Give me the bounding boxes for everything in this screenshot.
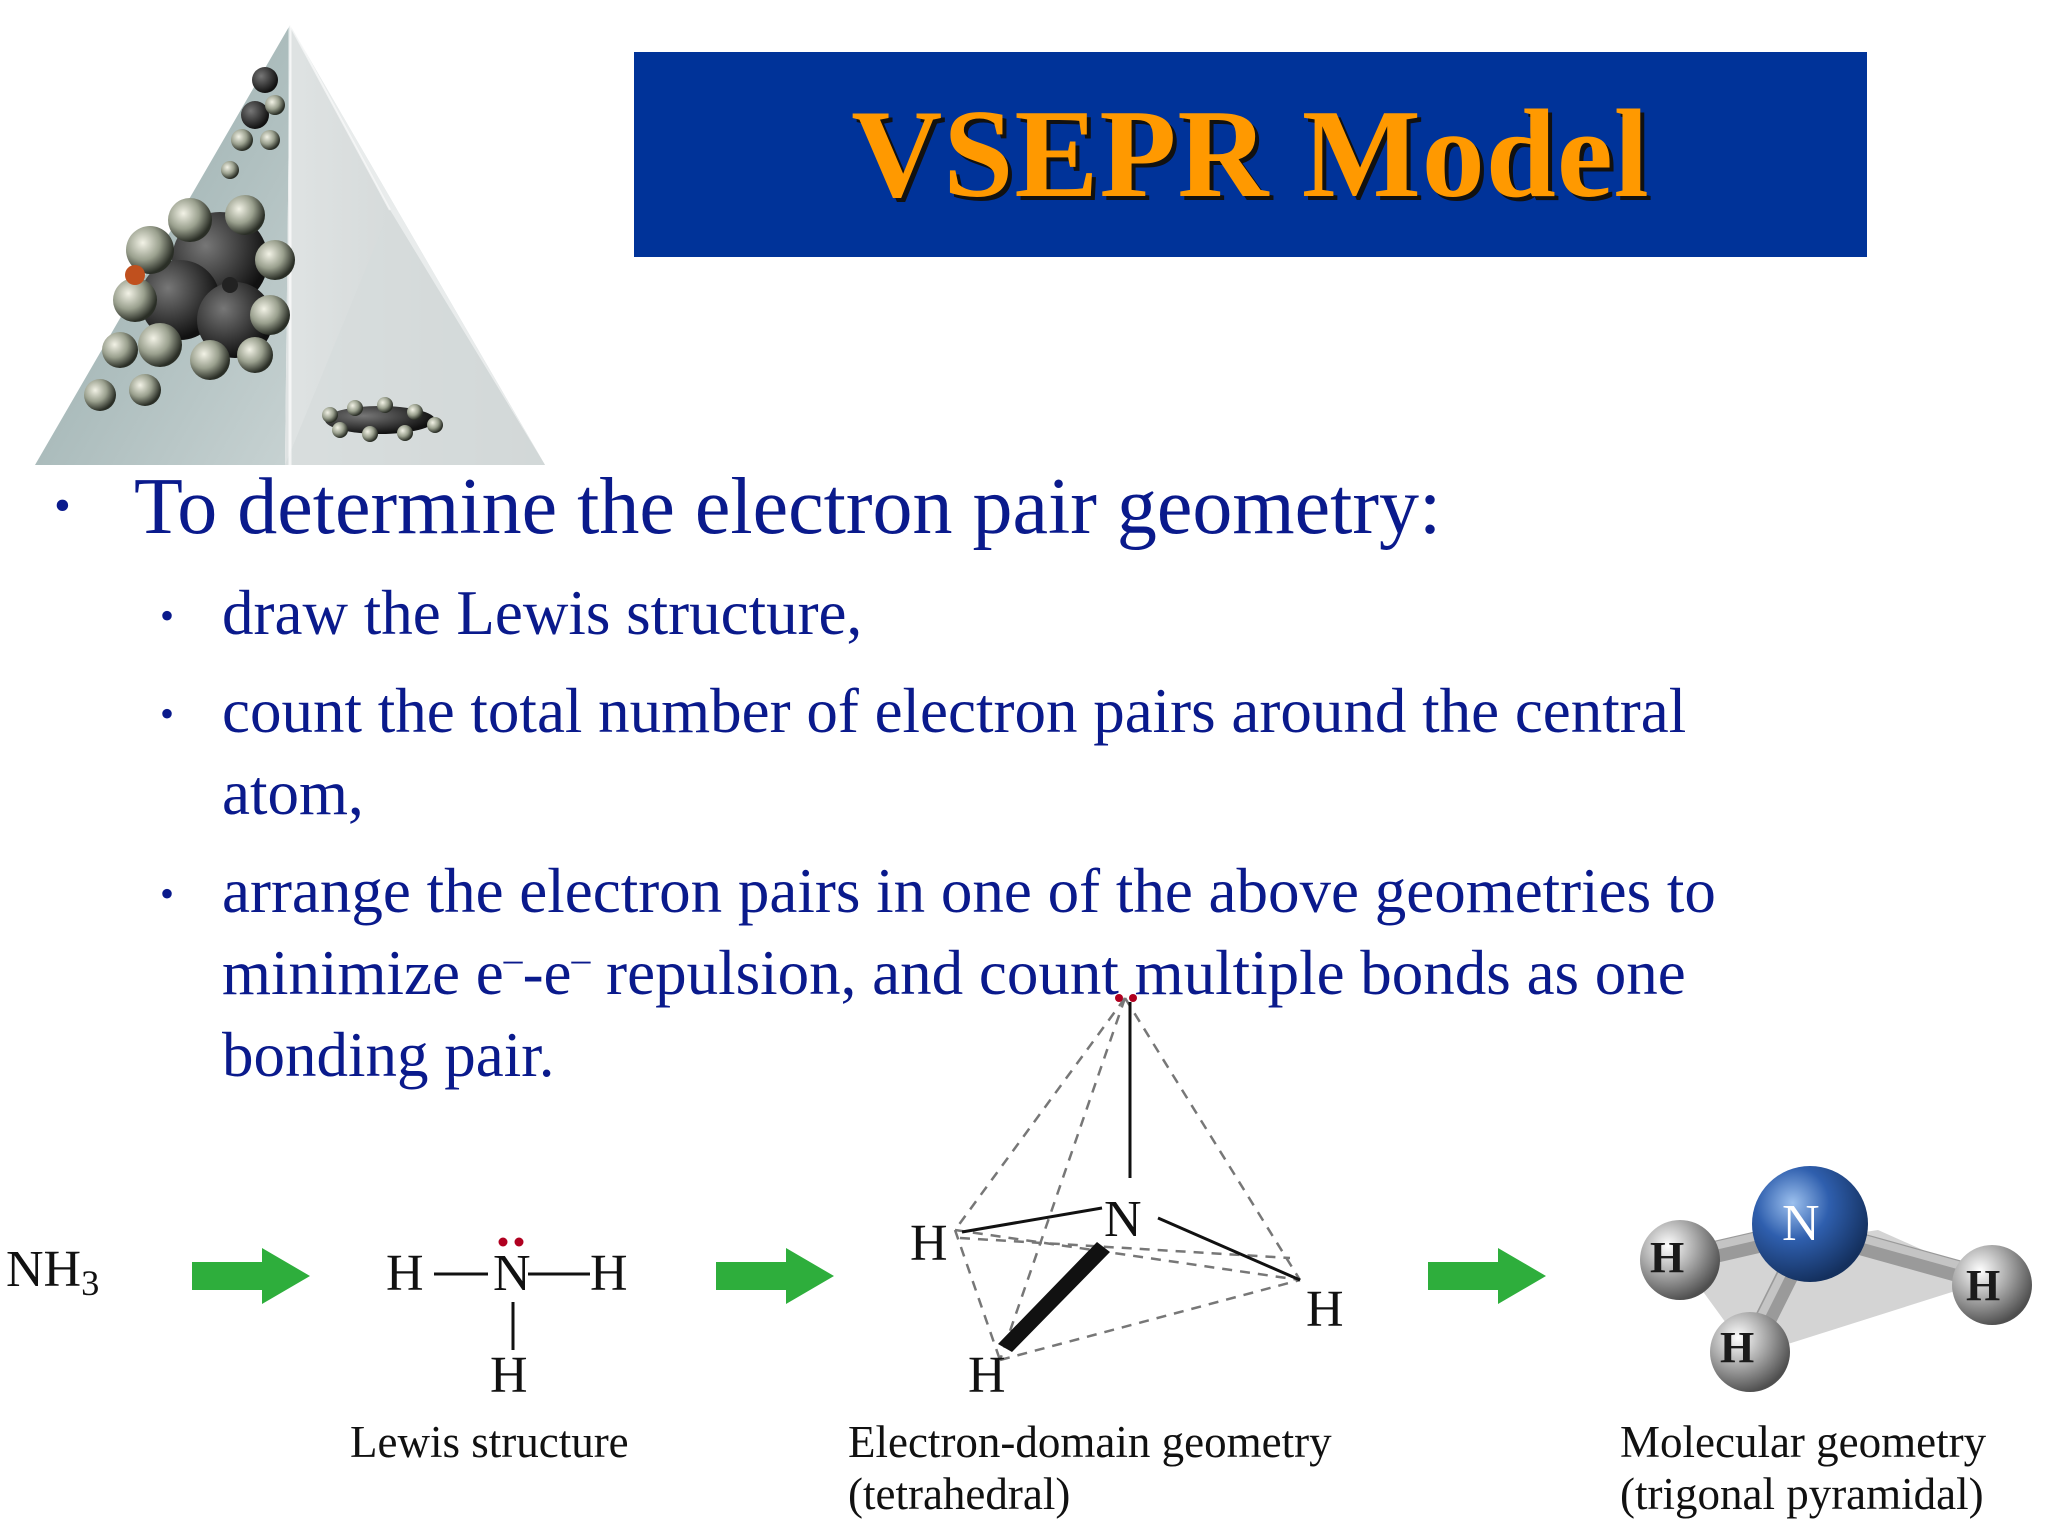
lewis-bonds — [434, 1272, 590, 1350]
lewis-h-right: H — [590, 1245, 628, 1302]
sub-bullet-3-line-1: arrange the electron pairs in one of the… — [222, 856, 1716, 926]
page-title: VSEPR Model — [851, 84, 1650, 224]
molecular-h-left: H — [1650, 1233, 1685, 1282]
molecular-h-right: H — [1966, 1261, 2001, 1310]
molecular-n-label: N — [1782, 1195, 1820, 1252]
sub-bullet-1-text: draw the Lewis structure, — [222, 578, 863, 648]
tetrahedral-n-label: N — [1104, 1191, 1142, 1248]
tetrahedral-h-left: H — [910, 1215, 948, 1272]
sub-bullet-icon: • — [160, 691, 175, 736]
molecular-h-bottom: H — [1720, 1323, 1755, 1372]
bullet-icon: • — [54, 479, 71, 532]
formula-nh3: NH3 — [6, 1241, 100, 1304]
tetrahedral-h-bottom: H — [968, 1347, 1006, 1404]
main-bullet-text: To determine the electron pair geometry: — [134, 463, 1442, 551]
tetrahedral-caption-line-1: Electron-domain geometry — [848, 1417, 1332, 1467]
molecular-caption-line-1: Molecular geometry — [1620, 1417, 1987, 1467]
arrow-right-icon — [716, 1248, 834, 1304]
tetrahedral-caption-line-2: (tetrahedral) — [848, 1469, 1071, 1519]
sub-bullet-3-line-3: bonding pair. — [222, 1020, 555, 1090]
sub-bullet-icon: • — [160, 871, 175, 916]
sub-bullet-2-line-2: atom, — [222, 758, 364, 828]
arrow-right-icon — [192, 1248, 310, 1304]
arrow-right-icon — [1428, 1248, 1546, 1304]
sub-bullet-3-line-2: minimize e–-e– repulsion, and count mult… — [222, 938, 1686, 1008]
lewis-caption: Lewis structure — [350, 1417, 629, 1467]
sub-bullet-icon: • — [160, 593, 175, 638]
tetrahedral-h-right: H — [1306, 1281, 1344, 1338]
title-banner: VSEPR Model — [634, 52, 1867, 257]
trigonal-pyramidal-model — [1640, 1166, 2032, 1392]
tetrahedron-illustration — [35, 24, 545, 465]
lewis-h-bottom: H — [490, 1347, 528, 1404]
lewis-h-left: H — [386, 1245, 424, 1302]
lewis-n-center: N — [493, 1245, 531, 1302]
tetrahedral-geometry-drawing — [953, 994, 1302, 1362]
sub-bullet-2-line-1: count the total number of electron pairs… — [222, 676, 1687, 746]
molecular-caption-line-2: (trigonal pyramidal) — [1620, 1469, 1984, 1519]
lone-pair-dots — [498, 1237, 524, 1247]
